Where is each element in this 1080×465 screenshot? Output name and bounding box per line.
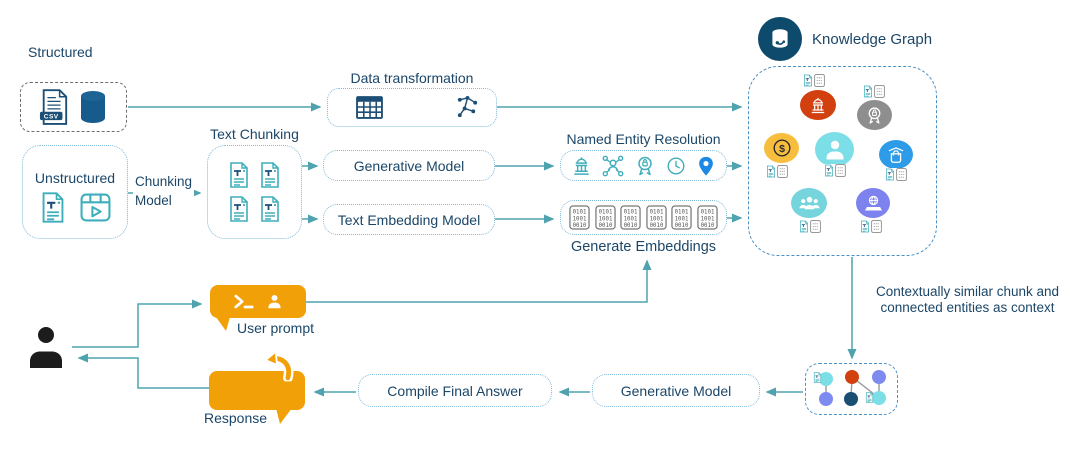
binary-embedding-icon bbox=[569, 205, 590, 230]
structured-box bbox=[20, 82, 127, 132]
table-icon bbox=[356, 96, 383, 119]
knowledge-graph-label: Knowledge Graph bbox=[812, 31, 933, 48]
bank-icon bbox=[808, 95, 828, 115]
csv-file-icon bbox=[39, 88, 69, 126]
binary-embedding-icon bbox=[595, 205, 616, 230]
kg-node-certification bbox=[857, 100, 892, 130]
text-document-icon bbox=[40, 192, 66, 223]
binary-embedding-icon bbox=[697, 205, 718, 230]
database-icon bbox=[78, 90, 108, 124]
binary-embedding-icon bbox=[620, 205, 641, 230]
chunk-embedding-icon bbox=[814, 74, 825, 87]
kg-node-person bbox=[815, 132, 854, 167]
chunk-document-icon bbox=[803, 74, 813, 87]
clock-icon bbox=[665, 155, 687, 177]
video-icon bbox=[80, 193, 111, 222]
kg-chunk-chip bbox=[860, 220, 882, 233]
chunk-embedding-icon bbox=[777, 165, 788, 178]
shopping-bag-icon bbox=[886, 145, 906, 165]
chunk-document-icon bbox=[259, 196, 281, 222]
user-prompt-label: User prompt bbox=[237, 320, 315, 336]
response-bubble-tail bbox=[276, 408, 292, 424]
chunk-document-icon bbox=[865, 392, 874, 403]
generate-embeddings-label: Generate Embeddings bbox=[570, 239, 717, 255]
chunk-document-icon bbox=[863, 85, 873, 98]
user-prompt-bubble bbox=[210, 285, 306, 318]
chunk-document-icon bbox=[799, 220, 809, 233]
structured-label: Structured bbox=[28, 44, 93, 60]
chunk-document-icon bbox=[813, 372, 822, 383]
reply-arrow-icon bbox=[255, 352, 299, 386]
kg-chunk-chip bbox=[766, 165, 788, 178]
chunk-embedding-icon bbox=[835, 164, 846, 177]
retrieved-subgraph bbox=[813, 370, 886, 406]
text-chunking-box bbox=[207, 145, 302, 239]
chunk-document-icon bbox=[228, 162, 250, 188]
compile-final-answer-box: Compile Final Answer bbox=[358, 374, 552, 407]
award-lock-icon bbox=[633, 154, 657, 178]
named-entity-resolution-label: Named Entity Resolution bbox=[566, 131, 721, 147]
embeddings-box bbox=[560, 200, 727, 235]
context-note: Contextually similar chunk and connected… bbox=[875, 284, 1060, 315]
kg-node-money bbox=[764, 133, 799, 163]
kg-chunk-chip bbox=[799, 220, 821, 233]
chunk-embedding-icon bbox=[874, 85, 885, 98]
award-lock-icon bbox=[864, 105, 885, 126]
chunk-document-icon bbox=[259, 162, 281, 188]
unstructured-label: Unstructured bbox=[34, 170, 116, 186]
prompt-person-icon bbox=[266, 293, 283, 310]
unstructured-box: Unstructured bbox=[22, 145, 128, 239]
kg-node-group bbox=[791, 188, 827, 218]
chunk-document-icon bbox=[228, 196, 250, 222]
knowledge-graph-badge bbox=[758, 17, 802, 61]
chunk-embedding-icon bbox=[810, 220, 821, 233]
data-transformation-label: Data transformation bbox=[350, 70, 474, 86]
generative-model-box: Generative Model bbox=[323, 150, 495, 181]
kg-node-organization bbox=[800, 90, 836, 120]
chunk-document-icon bbox=[860, 220, 870, 233]
location-pin-icon bbox=[695, 155, 717, 177]
kg-chunk-chip bbox=[824, 164, 846, 177]
chunk-document-icon bbox=[766, 165, 776, 178]
entity-network-icon bbox=[601, 154, 625, 178]
chunk-document-icon bbox=[885, 168, 895, 181]
user-person-icon bbox=[28, 326, 64, 368]
laptop-globe-icon bbox=[863, 193, 884, 214]
text-embedding-model-box: Text Embedding Model bbox=[323, 204, 495, 235]
binary-embedding-icon bbox=[646, 205, 667, 230]
dollar-coin-icon bbox=[771, 137, 793, 159]
terminal-prompt-icon bbox=[234, 294, 254, 309]
response-label: Response bbox=[204, 410, 268, 426]
graph-network-icon bbox=[455, 95, 480, 120]
generative-model-bottom-box: Generative Model bbox=[592, 374, 760, 407]
chunk-embedding-icon bbox=[871, 220, 882, 233]
retrieved-subgraph-box bbox=[805, 363, 898, 415]
text-chunking-label: Text Chunking bbox=[210, 126, 299, 142]
user-prompt-bubble-tail bbox=[216, 317, 230, 331]
kg-chunk-chip bbox=[885, 168, 907, 181]
named-entity-resolution-box bbox=[560, 150, 727, 181]
people-group-icon bbox=[798, 192, 821, 215]
bank-icon bbox=[570, 154, 593, 177]
kg-chunk-chip bbox=[803, 74, 825, 87]
binary-embedding-icon bbox=[671, 205, 692, 230]
chunking-model-label: Chunking Model bbox=[133, 174, 195, 208]
data-transformation-box bbox=[327, 88, 497, 127]
kg-chunk-chip bbox=[863, 85, 885, 98]
chunk-embedding-icon bbox=[896, 168, 907, 181]
chunk-document-icon bbox=[824, 164, 834, 177]
person-icon bbox=[823, 138, 847, 162]
kg-node-product bbox=[879, 140, 913, 169]
database-graph-icon bbox=[767, 26, 793, 52]
kg-node-web bbox=[856, 188, 890, 218]
